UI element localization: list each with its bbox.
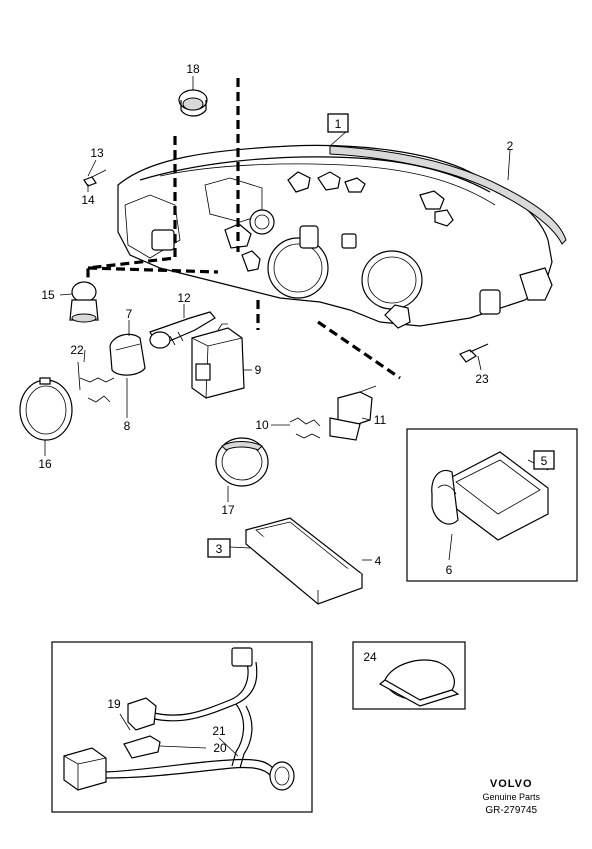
callout-4: 4 bbox=[375, 554, 382, 568]
callout-labels: 1 2 3 4 5 6 7 8 9 10 11 12 13 14 15 16 1… bbox=[38, 62, 555, 755]
callout-18: 18 bbox=[186, 62, 200, 76]
callout-10: 10 bbox=[255, 418, 269, 432]
callout-5: 5 bbox=[541, 454, 548, 468]
callout-16: 16 bbox=[38, 457, 52, 471]
callout-1-box bbox=[327, 113, 349, 133]
part-10-clip bbox=[289, 417, 321, 439]
callout-3: 3 bbox=[216, 542, 223, 556]
callout-2: 2 bbox=[507, 139, 514, 153]
part-13-bulb bbox=[83, 169, 107, 187]
callout-9: 9 bbox=[255, 363, 262, 377]
part-7-cover bbox=[109, 333, 146, 376]
callout-1: 1 bbox=[335, 117, 342, 131]
headlamp-trim-strip bbox=[329, 145, 567, 245]
callout-23: 23 bbox=[475, 372, 489, 386]
callout-22: 22 bbox=[70, 343, 84, 357]
callout-5-box bbox=[533, 450, 555, 470]
diagram-code: GR-279745 bbox=[485, 805, 538, 816]
callout-11: 11 bbox=[374, 413, 387, 427]
part-18-cap bbox=[178, 89, 208, 117]
callout-3-box bbox=[207, 538, 231, 558]
inset-control-unit bbox=[406, 428, 578, 582]
part-9-level-motor bbox=[191, 323, 245, 399]
brand-subtitle: Genuine Parts bbox=[482, 792, 540, 802]
callout-17: 17 bbox=[221, 503, 235, 517]
callout-20: 20 bbox=[213, 741, 227, 755]
callout-13: 13 bbox=[90, 146, 104, 160]
part-11-bulb bbox=[329, 385, 377, 441]
callout-24: 24 bbox=[363, 650, 377, 664]
part-15-bulb-holder bbox=[69, 281, 99, 323]
callout-15: 15 bbox=[41, 288, 55, 302]
part-16-cover bbox=[19, 377, 73, 441]
assembly-link-lines bbox=[86, 78, 401, 380]
callout-6: 6 bbox=[446, 563, 453, 577]
brand-logo: VOLVO bbox=[489, 778, 533, 790]
brand-block: VOLVO Genuine Parts GR-279745 bbox=[482, 779, 540, 816]
inset-wiring-harness bbox=[51, 641, 313, 813]
callout-21: 21 bbox=[212, 724, 226, 738]
part-22-clip bbox=[77, 361, 115, 403]
callout-14: 14 bbox=[81, 193, 95, 207]
part-12-bulb bbox=[149, 311, 216, 349]
callout-12: 12 bbox=[177, 291, 191, 305]
part-4-gasket bbox=[244, 517, 364, 605]
part-17-cover bbox=[215, 437, 269, 487]
headlamp-housing bbox=[117, 144, 553, 329]
callout-7: 7 bbox=[126, 307, 133, 321]
inset-part-24 bbox=[352, 641, 466, 710]
callout-8: 8 bbox=[124, 419, 131, 433]
part-23-screw bbox=[459, 343, 489, 363]
callout-19: 19 bbox=[107, 697, 121, 711]
